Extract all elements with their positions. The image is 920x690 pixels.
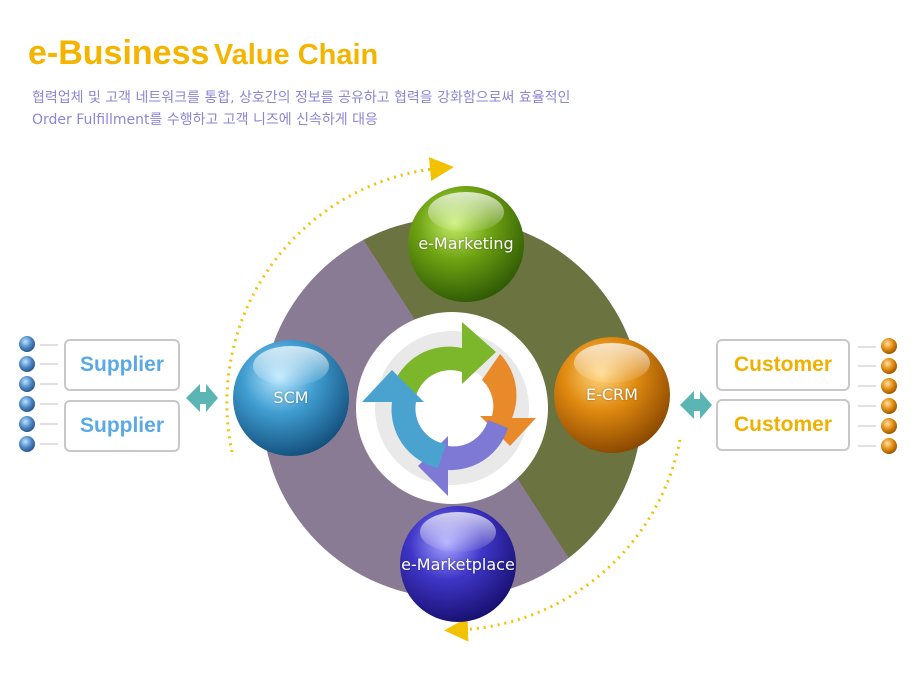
label-e-marketplace: e-Marketplace	[401, 555, 515, 574]
supplier-node-icon	[19, 416, 35, 432]
cycle-arrows-icon	[362, 322, 536, 496]
cycle-arrow-green	[392, 322, 496, 396]
sphere-scm	[233, 340, 349, 456]
customer-box-2: Customer	[716, 399, 850, 451]
supplier-box-2: Supplier	[64, 400, 180, 452]
supplier-label: Supplier	[79, 353, 164, 376]
supplier-node-icon	[19, 356, 35, 372]
customer-node-icon	[881, 338, 897, 354]
supplier-box-1: Supplier	[64, 339, 180, 391]
customer-connectors	[858, 338, 897, 454]
customer-box-1: Customer	[716, 339, 850, 391]
supplier-node-icon	[19, 396, 35, 412]
page-subtitle: 협력업체 및 고객 네트워크를 통합, 상호간의 정보를 공유하고 협력을 강화…	[32, 87, 570, 131]
supplier-node-icon	[19, 376, 35, 392]
sphere-e-crm	[554, 337, 670, 453]
sphere-e-marketplace	[400, 506, 516, 622]
label-e-crm: E-CRM	[586, 385, 638, 404]
label-scm: SCM	[273, 388, 309, 407]
customer-node-icon	[881, 378, 897, 394]
customer-label: Customer	[733, 413, 833, 436]
double-arrow-icon-left	[186, 384, 218, 412]
page-title: e-Business Value Chain	[28, 34, 378, 73]
supplier-node-icon	[19, 436, 35, 452]
subtitle-line1: 협력업체 및 고객 네트워크를 통합, 상호간의 정보를 공유하고 협력을 강화…	[32, 90, 571, 106]
supplier-connectors	[19, 336, 58, 452]
title-part1: e-Business	[28, 34, 210, 72]
subtitle-line2: Order Fulfillment를 수행하고 고객 니즈에 신속하게 대응	[32, 112, 378, 128]
title-part2: Value Chain	[213, 39, 379, 71]
cycle-arrow-blue	[362, 370, 446, 468]
sphere-e-marketing	[408, 186, 524, 302]
double-arrow-icon-right	[680, 391, 712, 419]
supplier-node-icon	[19, 336, 35, 352]
supplier-label: Supplier	[79, 414, 164, 437]
customer-node-icon	[881, 418, 897, 434]
customer-label: Customer	[733, 353, 833, 376]
customer-node-icon	[881, 438, 897, 454]
cycle-arrow-purple	[418, 420, 508, 496]
label-e-marketing: e-Marketing	[418, 234, 514, 253]
customer-node-icon	[881, 358, 897, 374]
customer-node-icon	[881, 398, 897, 414]
